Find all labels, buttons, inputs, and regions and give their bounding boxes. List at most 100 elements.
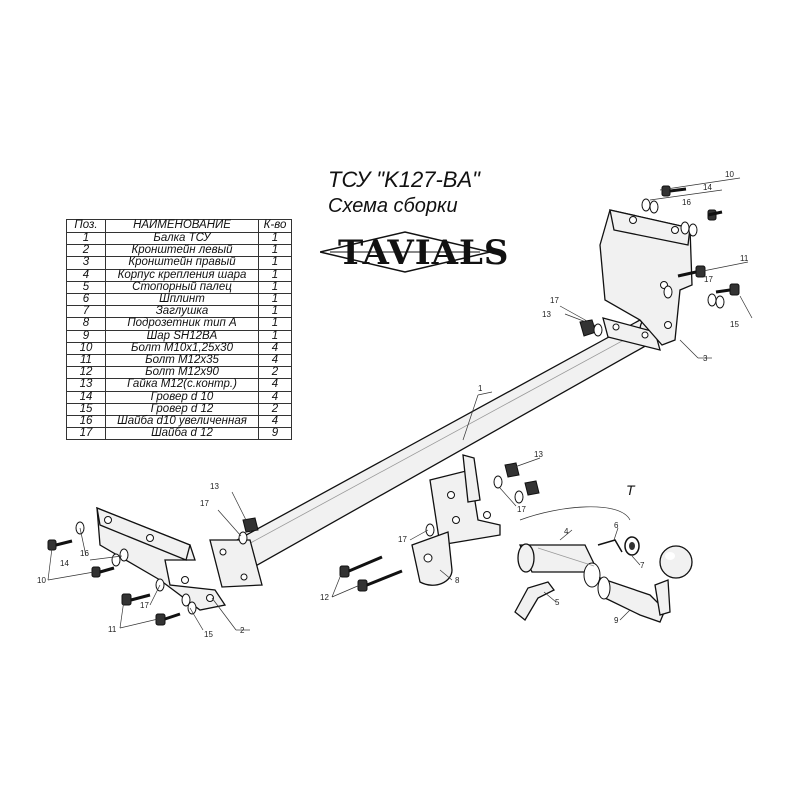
bolts-m12x90 xyxy=(339,523,435,592)
bolts-m10-right xyxy=(641,185,723,237)
callout-16-right: 16 xyxy=(682,198,691,207)
brand-logo xyxy=(320,231,490,273)
callout-3: 3 xyxy=(703,354,708,363)
part-qty: 1 xyxy=(258,305,292,319)
detail-t-label: T xyxy=(626,482,636,498)
callout-17-left-top: 17 xyxy=(200,499,209,508)
callout-12: 12 xyxy=(320,593,329,602)
part-qty: 2 xyxy=(258,402,292,417)
beam-right-plate xyxy=(602,317,661,351)
callout-10-left: 10 xyxy=(37,576,46,585)
callout-17-right: 17 xyxy=(704,275,713,284)
part-qty: 4 xyxy=(258,378,292,392)
brand-logo-text: TAVIALS xyxy=(338,233,510,273)
tow-ball xyxy=(597,545,693,623)
part-qty: 1 xyxy=(258,244,292,258)
callout-5: 5 xyxy=(555,598,560,607)
callout-13-center: 13 xyxy=(534,450,543,459)
part-name: Заглушка xyxy=(105,305,259,319)
callout-14-right: 14 xyxy=(703,183,712,192)
part-name: Корпус крепления шара xyxy=(105,268,259,282)
part-pos: 9 xyxy=(66,329,106,343)
callout-9: 9 xyxy=(614,616,619,625)
callout-2: 2 xyxy=(240,626,245,635)
leader-lines xyxy=(47,177,753,631)
callout-16-left: 16 xyxy=(80,549,89,558)
part-qty: 2 xyxy=(258,366,292,380)
callout-labels: 1 2 3 4 5 6 7 8 9 10 10 11 11 12 13 13 1… xyxy=(37,170,749,639)
ball-mount-body xyxy=(517,543,601,588)
part-qty: 9 xyxy=(258,427,292,441)
callout-11-right: 11 xyxy=(740,254,749,263)
part-pos: 10 xyxy=(66,341,106,356)
bolts-m10-left xyxy=(47,521,129,578)
part-qty: 1 xyxy=(258,280,292,295)
part-qty: 1 xyxy=(258,317,292,331)
diagram-title: ТСУ "K127-BA" xyxy=(328,167,480,192)
right-bracket xyxy=(599,209,693,346)
locking-pin xyxy=(514,581,555,621)
callout-13-left: 13 xyxy=(210,482,219,491)
cotter-pin xyxy=(597,539,623,553)
callout-8: 8 xyxy=(455,576,460,585)
callout-10-right: 10 xyxy=(725,170,734,179)
beam-center-bracket xyxy=(429,454,501,546)
part-pos: 13 xyxy=(66,378,106,392)
callout-15-right: 15 xyxy=(730,320,739,329)
part-qty: 1 xyxy=(258,256,292,270)
callout-13-right: 13 xyxy=(542,310,551,319)
socket-plate xyxy=(411,531,453,586)
part-pos: 16 xyxy=(66,415,106,429)
callout-17-socket: 17 xyxy=(398,535,407,544)
part-qty: 1 xyxy=(258,231,292,246)
callout-17-center: 17 xyxy=(517,505,526,514)
part-pos: 1 xyxy=(66,231,106,246)
part-qty: 4 xyxy=(258,354,292,368)
part-qty: 4 xyxy=(258,341,292,356)
callout-1: 1 xyxy=(478,384,483,393)
plug-cap xyxy=(624,536,640,556)
diagram-subtitle: Схема сборки xyxy=(328,195,458,217)
part-qty: 4 xyxy=(258,390,292,404)
part-qty: 4 xyxy=(258,415,292,429)
callout-17-right-top: 17 xyxy=(550,296,559,305)
callout-15-left: 15 xyxy=(204,630,213,639)
part-pos: 2 xyxy=(66,244,106,258)
bolts-m12-right xyxy=(663,265,740,309)
callout-17-left: 17 xyxy=(140,601,149,610)
part-qty: 1 xyxy=(258,329,292,343)
part-qty: 1 xyxy=(258,293,292,307)
part-pos: 4 xyxy=(66,268,106,282)
part-pos: 14 xyxy=(66,390,106,404)
callout-14-left: 14 xyxy=(60,559,69,568)
nuts-center xyxy=(493,462,540,504)
callout-11-left: 11 xyxy=(108,625,117,634)
callout-7: 7 xyxy=(640,561,645,570)
callout-4: 4 xyxy=(564,527,569,536)
part-name: Болт М12х90 xyxy=(105,366,259,380)
nut-left xyxy=(238,517,259,545)
callout-6: 6 xyxy=(614,521,619,530)
part-qty: 1 xyxy=(258,268,292,282)
beam-left-plate xyxy=(209,539,263,588)
